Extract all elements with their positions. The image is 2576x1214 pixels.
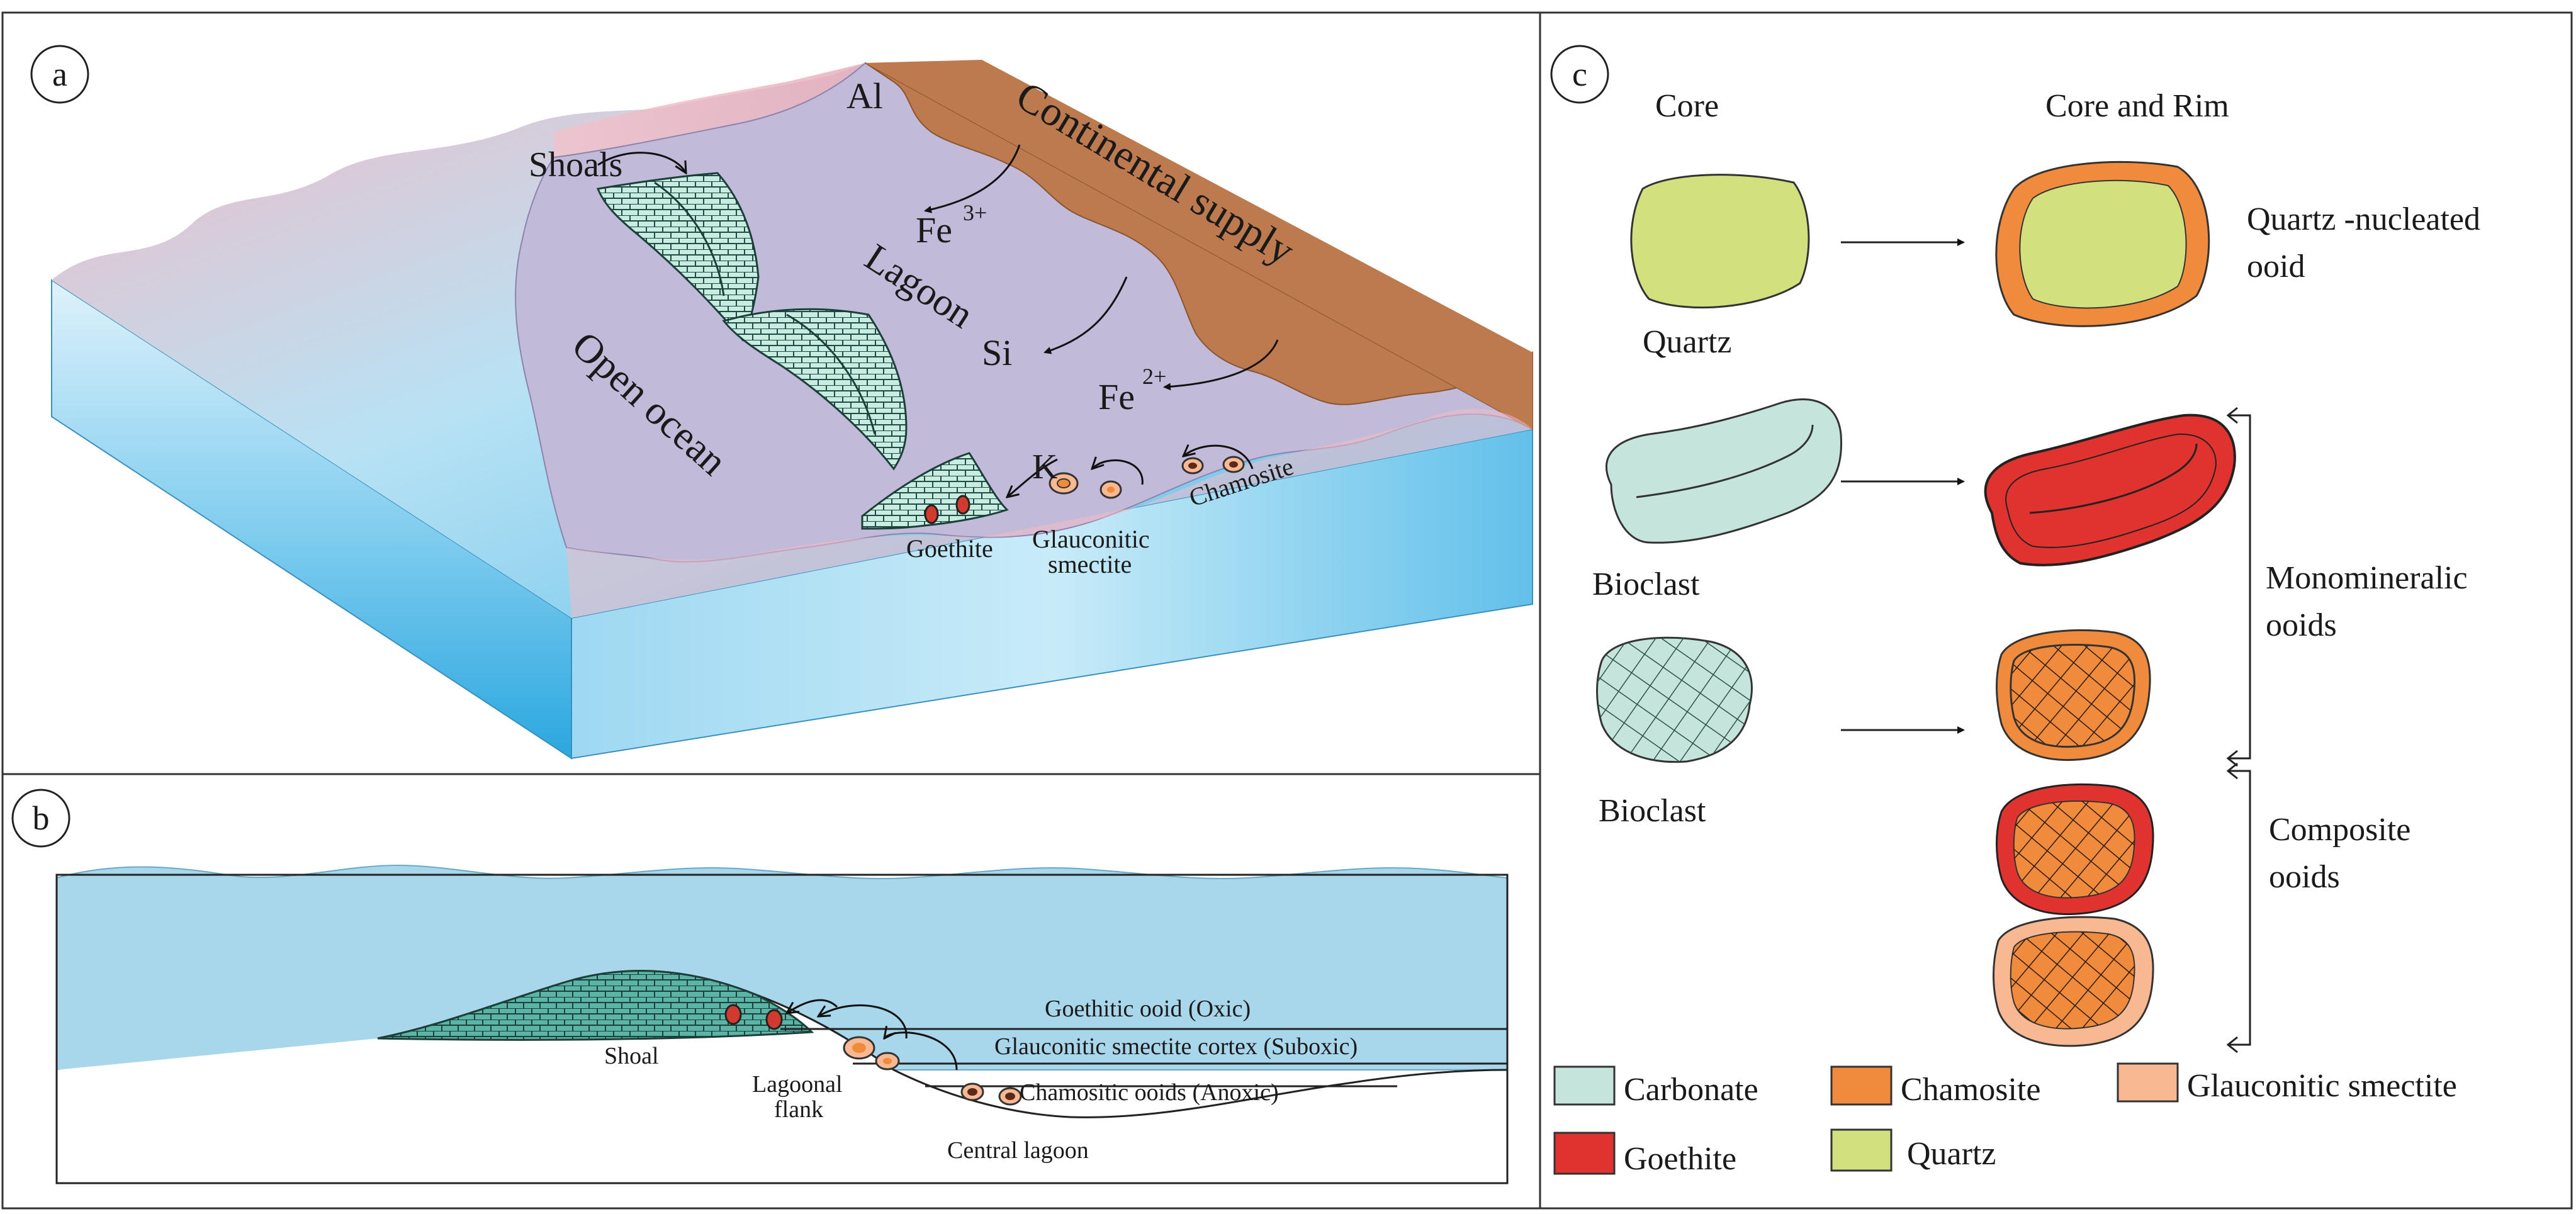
label-monomineralic: Monomineralic [2266,560,2468,596]
label-bioclast-2: Bioclast [1599,793,1706,829]
legend-swatch-quartz [1830,1128,1893,1172]
panel-c-badge [1550,45,1609,104]
header-core: Core [1655,88,1719,124]
goethite-ooid-inner [2005,433,2217,548]
lagoon-surface [515,62,1533,563]
label-ooid: ooid [2247,249,2305,284]
panel-b: b Goethitic ooid [11,789,1509,1184]
label-flank: flank [774,1096,823,1123]
panel-a-ooids [924,456,1245,524]
panel-c-letter: c [1572,55,1587,93]
goethite-ooid-outer [1984,413,2236,566]
legend-label-quartz: Quartz [1907,1136,1996,1172]
label-glauconitic: Glauconitic [1032,525,1150,553]
legend-label-goethite: Goethite [1624,1141,1736,1177]
label-fe2: Fe [1098,376,1135,417]
panel-a-arrows [597,144,1279,497]
panel-c: c Core Core and Rim Quartz Quartz -nucle… [1550,45,2480,1177]
label-lagoonal: Lagoonal [752,1071,843,1098]
shoal-mound [377,970,814,1041]
panel-a-badge [30,45,89,104]
label-si: Si [982,332,1012,373]
label-fe2-sup: 2+ [1142,364,1166,389]
legend-swatch-chamosite [1830,1065,1893,1106]
shoal-body-1 [596,172,760,342]
label-chamositic-ooids: Chamositic ooids (Anoxic) [1020,1079,1279,1106]
label-glauconitic-cortex: Glauconitic smectite cortex (Suboxic) [994,1033,1358,1060]
label-smectite: smectite [1048,550,1132,578]
bracket-composite [2226,762,2251,1054]
label-quartz-nucleated: Quartz -nucleated [2247,201,2480,237]
continent-top-band [865,60,1533,429]
label-fe3-sup: 3+ [963,200,987,225]
legend: Carbonate Chamosite Glauconitic smectite… [1553,1062,2457,1177]
label-central-lagoon: Central lagoon [947,1137,1089,1164]
panel-a: a Shoals Al Fe 3+ Lagoon Continental sup… [30,45,1533,760]
label-monomineralic-ooids: ooids [2266,607,2337,643]
legend-swatch-goethite [1553,1132,1616,1175]
shoal-body-2 [722,308,908,471]
bioclast-core-shape [1606,398,1843,544]
label-goethitic-ooid: Goethitic ooid (Oxic) [1045,996,1251,1022]
label-quartz: Quartz [1643,324,1731,360]
label-shoals: Shoals [529,145,622,184]
shoal-body-3 [861,452,1009,530]
legend-swatch-carbonate [1553,1065,1616,1106]
label-composite-ooids: ooids [2269,859,2340,895]
front-shore [566,408,1533,618]
label-fe3: Fe [916,210,952,250]
quartz-core-shape [1630,174,1810,309]
panel-a-letter: a [52,55,67,93]
legend-label-chamosite: Chamosite [1901,1072,2040,1108]
label-bioclast-1: Bioclast [1592,566,1700,602]
label-goethite: Goethite [906,534,993,563]
panel-frames [1,11,2573,1210]
label-shoal: Shoal [604,1043,659,1069]
legend-swatch-glauconitic [2117,1062,2179,1103]
label-al: Al [846,76,883,116]
panel-b-letter: b [33,799,50,837]
label-composite: Composite [2269,812,2410,848]
label-k: K [1032,447,1057,486]
legend-label-glauconitic: Glauconitic smectite [2187,1068,2457,1104]
header-core-and-rim: Core and Rim [2045,88,2229,124]
bracket-monomineralic [2226,407,2251,767]
legend-label-carbonate: Carbonate [1624,1072,1758,1108]
panel-b-badge [11,789,70,848]
quartz-ooid-core [2019,179,2187,309]
shore-rim [554,63,881,157]
seafloor [57,970,1507,1183]
